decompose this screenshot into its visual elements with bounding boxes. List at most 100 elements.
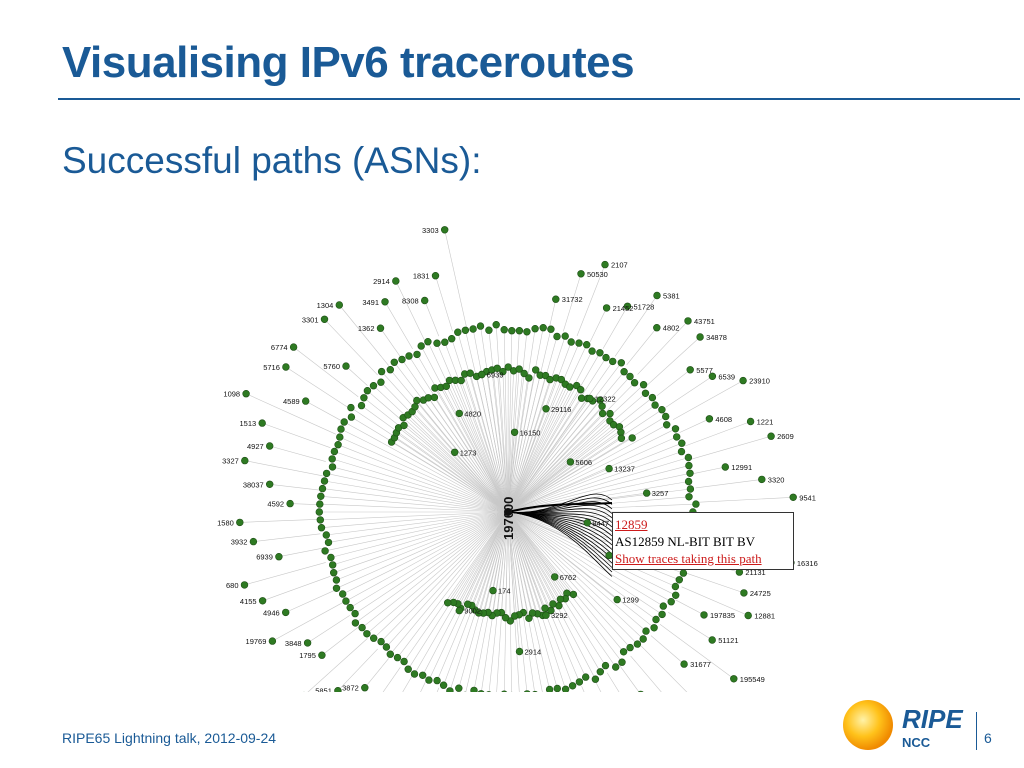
as-node[interactable] bbox=[268, 637, 277, 645]
as-node[interactable] bbox=[569, 590, 578, 599]
as-node[interactable] bbox=[582, 673, 590, 681]
as-node[interactable] bbox=[541, 604, 549, 612]
as-node[interactable] bbox=[405, 352, 413, 360]
as-node[interactable] bbox=[653, 323, 661, 332]
as-node[interactable] bbox=[455, 606, 463, 615]
tooltip-asn-link[interactable]: 12859 bbox=[615, 517, 648, 532]
as-node[interactable] bbox=[330, 447, 339, 456]
as-node[interactable] bbox=[623, 302, 632, 311]
as-node[interactable] bbox=[430, 393, 439, 402]
as-node[interactable] bbox=[684, 453, 693, 462]
as-node[interactable] bbox=[515, 647, 524, 656]
as-node[interactable] bbox=[561, 332, 569, 340]
as-node[interactable] bbox=[577, 394, 586, 402]
as-node[interactable] bbox=[583, 341, 591, 349]
as-node[interactable] bbox=[332, 584, 341, 592]
as-node[interactable] bbox=[680, 660, 688, 668]
as-node[interactable] bbox=[392, 277, 400, 285]
as-node[interactable] bbox=[552, 295, 560, 303]
as-node[interactable] bbox=[677, 447, 686, 456]
as-node[interactable] bbox=[650, 624, 658, 632]
as-node[interactable] bbox=[315, 508, 324, 516]
as-node[interactable] bbox=[342, 362, 350, 370]
as-node[interactable] bbox=[439, 681, 448, 689]
as-node[interactable] bbox=[317, 524, 326, 532]
as-node[interactable] bbox=[327, 553, 335, 562]
as-node[interactable] bbox=[515, 326, 524, 335]
as-node[interactable] bbox=[556, 595, 565, 603]
as-node[interactable] bbox=[620, 368, 628, 376]
as-node[interactable] bbox=[653, 291, 661, 300]
as-node[interactable] bbox=[489, 586, 497, 595]
as-node[interactable] bbox=[626, 372, 634, 381]
as-node[interactable] bbox=[642, 627, 650, 635]
as-node[interactable] bbox=[377, 637, 385, 646]
as-node[interactable] bbox=[542, 611, 550, 619]
as-node[interactable] bbox=[258, 419, 266, 427]
as-node[interactable] bbox=[730, 675, 738, 683]
as-node[interactable] bbox=[602, 353, 610, 362]
as-node[interactable] bbox=[744, 611, 752, 620]
as-node[interactable] bbox=[641, 389, 650, 398]
as-node[interactable] bbox=[282, 608, 290, 617]
as-node[interactable] bbox=[545, 685, 554, 692]
as-node[interactable] bbox=[658, 610, 666, 619]
as-node[interactable] bbox=[363, 387, 372, 395]
as-node[interactable] bbox=[457, 376, 465, 385]
as-node[interactable] bbox=[347, 413, 356, 421]
as-node[interactable] bbox=[708, 372, 717, 381]
as-node[interactable] bbox=[492, 320, 500, 329]
as-node[interactable] bbox=[661, 412, 670, 421]
as-node[interactable] bbox=[477, 690, 485, 692]
as-node[interactable] bbox=[685, 493, 693, 501]
as-node[interactable] bbox=[617, 434, 626, 443]
as-node[interactable] bbox=[575, 678, 584, 686]
as-node[interactable] bbox=[596, 349, 604, 357]
as-node[interactable] bbox=[525, 614, 533, 622]
as-node[interactable] bbox=[546, 375, 554, 384]
as-node[interactable] bbox=[501, 690, 508, 692]
as-node[interactable] bbox=[493, 364, 501, 373]
as-node[interactable] bbox=[652, 615, 660, 624]
as-node[interactable] bbox=[692, 500, 700, 508]
as-node[interactable] bbox=[613, 595, 621, 604]
as-node[interactable] bbox=[685, 461, 693, 470]
as-node[interactable] bbox=[369, 382, 378, 390]
as-node[interactable] bbox=[639, 381, 648, 389]
as-node[interactable] bbox=[334, 441, 342, 449]
as-node[interactable] bbox=[528, 609, 537, 617]
as-node[interactable] bbox=[586, 394, 594, 403]
as-node[interactable] bbox=[351, 609, 359, 618]
as-node[interactable] bbox=[561, 685, 570, 692]
as-node[interactable] bbox=[441, 338, 449, 346]
show-traces-link[interactable]: Show traces taking this path bbox=[615, 551, 762, 566]
as-node[interactable] bbox=[740, 589, 748, 597]
as-node[interactable] bbox=[686, 469, 694, 477]
as-node[interactable] bbox=[510, 428, 519, 437]
as-node[interactable] bbox=[567, 338, 575, 346]
as-node[interactable] bbox=[499, 367, 507, 376]
as-node[interactable] bbox=[320, 477, 329, 485]
as-node[interactable] bbox=[476, 322, 485, 330]
as-node[interactable] bbox=[433, 339, 441, 347]
as-node[interactable] bbox=[515, 365, 523, 373]
as-node[interactable] bbox=[302, 397, 310, 405]
as-node[interactable] bbox=[382, 643, 391, 651]
as-node[interactable] bbox=[525, 374, 533, 382]
as-node[interactable] bbox=[532, 690, 539, 692]
as-node[interactable] bbox=[470, 686, 478, 692]
as-node[interactable] bbox=[658, 406, 666, 414]
as-node[interactable] bbox=[411, 403, 419, 411]
as-node[interactable] bbox=[606, 409, 614, 418]
as-node[interactable] bbox=[275, 553, 283, 561]
as-node[interactable] bbox=[393, 653, 402, 662]
as-node[interactable] bbox=[400, 421, 408, 430]
as-node[interactable] bbox=[413, 350, 421, 359]
as-node[interactable] bbox=[342, 597, 350, 605]
as-node[interactable] bbox=[708, 636, 716, 644]
as-node[interactable] bbox=[705, 415, 714, 423]
as-node[interactable] bbox=[322, 469, 331, 478]
as-node[interactable] bbox=[337, 425, 345, 433]
as-node[interactable] bbox=[286, 499, 294, 508]
as-node[interactable] bbox=[324, 538, 333, 547]
